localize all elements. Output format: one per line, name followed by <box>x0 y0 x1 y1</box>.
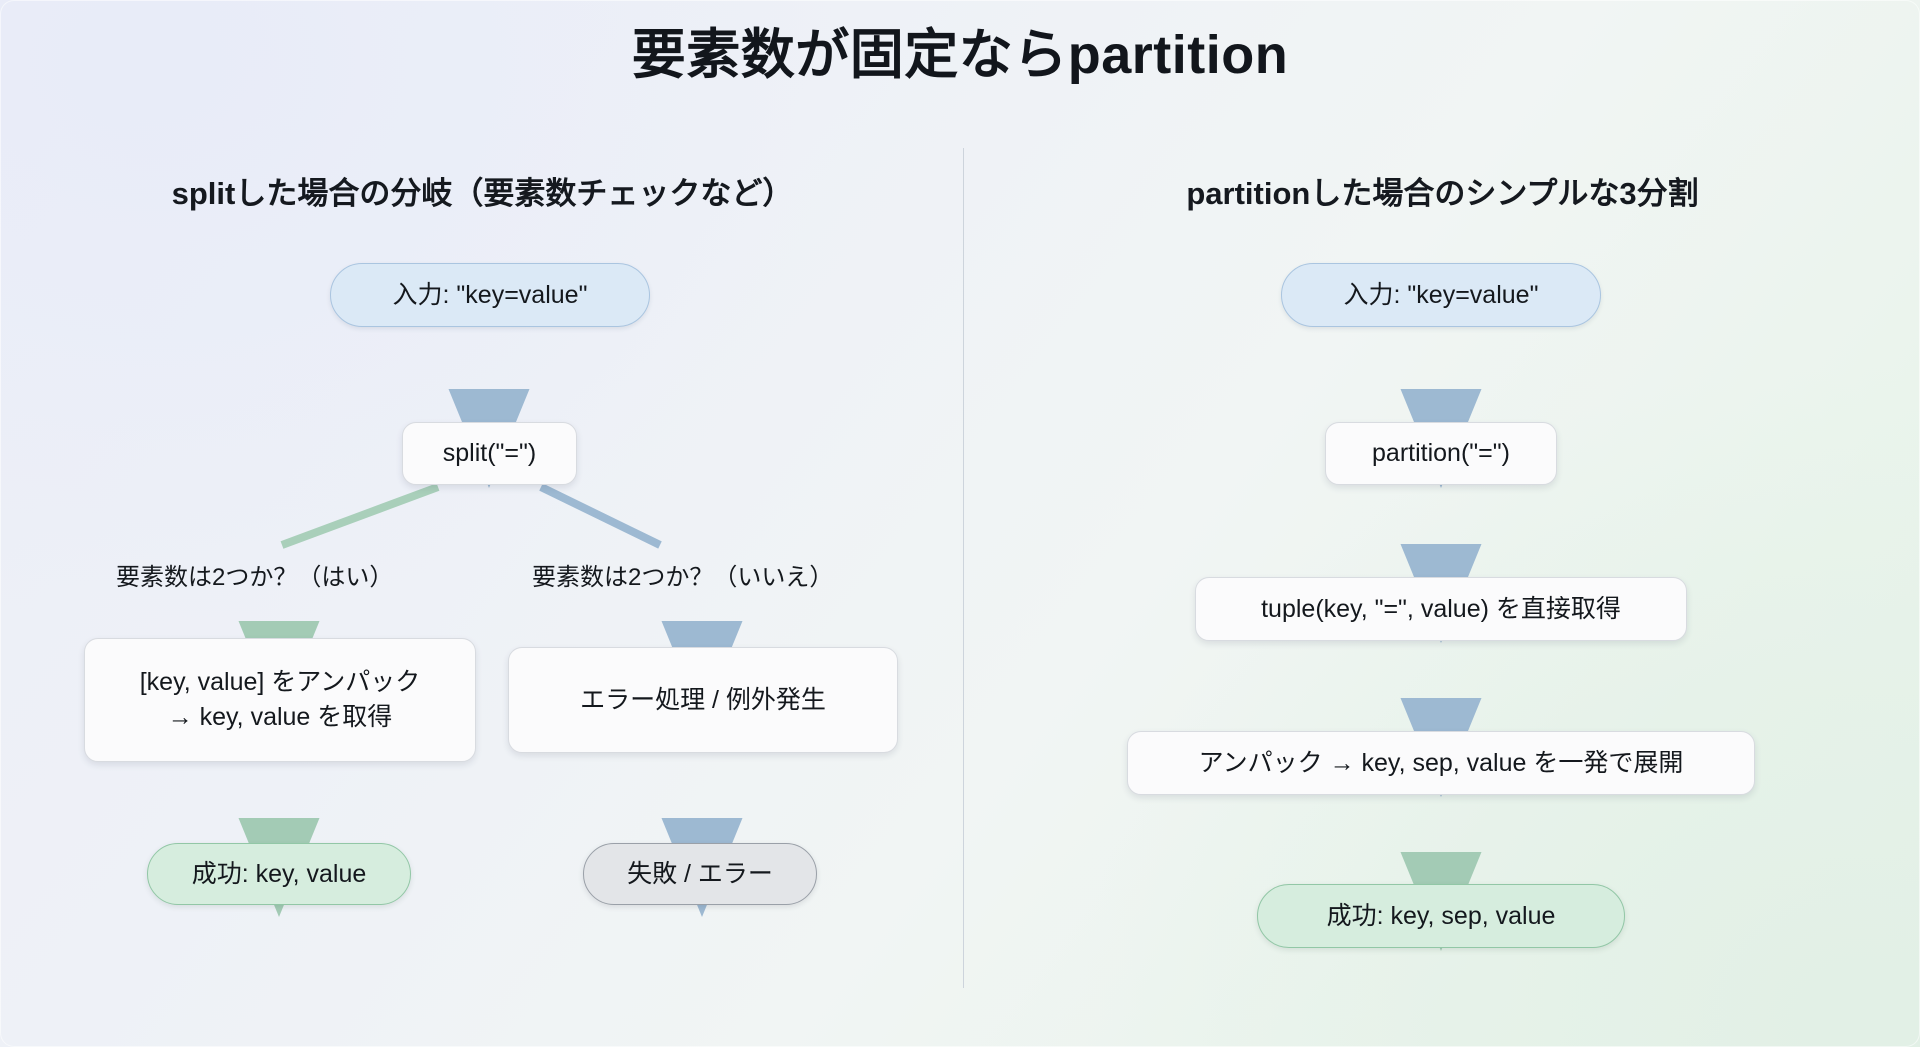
node-left-split[interactable]: split("=") <box>402 422 577 485</box>
node-left-input[interactable]: 入力: "key=value" <box>330 263 650 327</box>
node-left-success[interactable]: 成功: key, value <box>147 843 411 905</box>
page-title: 要素数が固定ならpartition <box>631 25 1289 85</box>
node-left-unpack-line1: [key, value] をアンパック <box>139 667 421 696</box>
edge-label-left-yes: 要素数は2つか？（はい） <box>116 564 394 591</box>
column-divider <box>963 148 964 988</box>
right-column-heading: partitionした場合のシンプルな3分割 <box>1186 176 1699 211</box>
node-left-error[interactable]: エラー処理 / 例外発生 <box>508 647 898 753</box>
node-right-unpack[interactable]: アンパック → key, sep, value を一発で展開 <box>1127 731 1755 795</box>
node-left-unpack[interactable]: [key, value] をアンパック → key, value を取得 <box>84 638 476 762</box>
node-left-unpack-line2: → key, value を取得 <box>167 703 393 731</box>
node-right-partition[interactable]: partition("=") <box>1325 422 1557 485</box>
node-right-input[interactable]: 入力: "key=value" <box>1281 263 1601 327</box>
edge-label-left-no: 要素数は2つか？（いいえ） <box>532 564 834 591</box>
node-left-failure[interactable]: 失敗 / エラー <box>583 843 817 905</box>
node-right-tuple[interactable]: tuple(key, "=", value) を直接取得 <box>1195 577 1687 641</box>
node-right-success[interactable]: 成功: key, sep, value <box>1257 884 1625 948</box>
left-column-heading: splitした場合の分岐（要素数チェックなど） <box>171 176 794 211</box>
